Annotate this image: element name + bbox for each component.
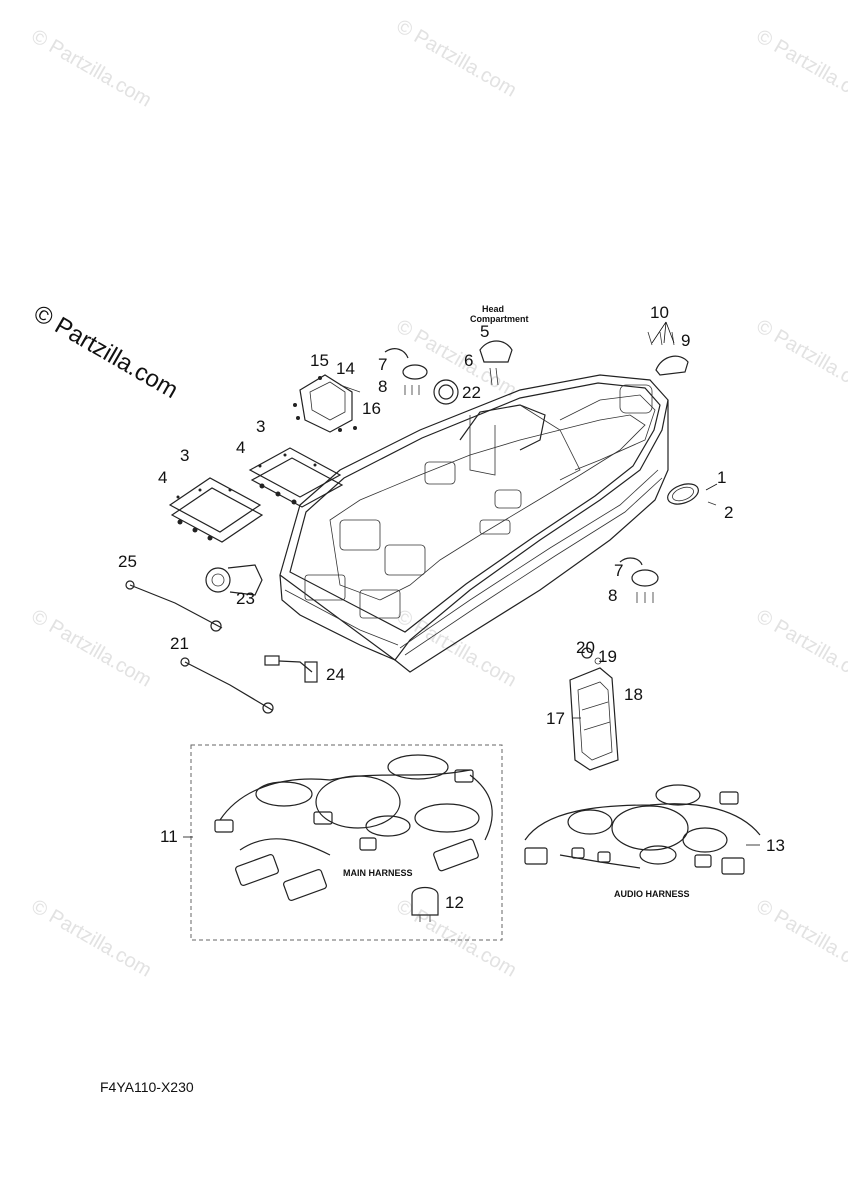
battery-tray-left xyxy=(168,477,264,543)
main-harness xyxy=(214,754,493,901)
callout-13: 13 xyxy=(766,836,785,855)
drawing-code: F4YA110-X230 xyxy=(100,1079,194,1095)
watermark-text: © Partzilla.com xyxy=(28,895,156,981)
main-harness-label: MAIN HARNESS xyxy=(343,868,413,878)
leader-lines xyxy=(183,321,760,846)
audio-harness xyxy=(524,784,761,875)
head-compartment-label: Head Compartment xyxy=(470,304,529,324)
cable-21 xyxy=(180,657,274,714)
cable-25 xyxy=(125,580,223,632)
callout-10: 10 xyxy=(650,303,669,322)
fuse-block xyxy=(293,374,361,433)
courtesy-light-lower xyxy=(619,557,659,603)
callout-2: 2 xyxy=(724,503,733,522)
usb-outlet xyxy=(433,379,459,405)
callout-18: 18 xyxy=(624,685,643,704)
callout-16: 16 xyxy=(362,399,381,418)
callout-14: 14 xyxy=(336,359,355,378)
callout-4: 4 xyxy=(158,468,167,487)
callout-8: 8 xyxy=(378,377,387,396)
watermark-main: © Partzilla.com xyxy=(29,300,183,404)
audio-harness-label: AUDIO HARNESS xyxy=(614,889,690,899)
boat-hull xyxy=(279,374,669,673)
control-module xyxy=(569,647,619,771)
callout-4: 4 xyxy=(236,438,245,457)
power-socket xyxy=(205,564,263,596)
callout-6: 6 xyxy=(464,351,473,370)
callout-12: 12 xyxy=(445,893,464,912)
callout-7: 7 xyxy=(378,355,387,374)
watermark-text: © Partzilla.com xyxy=(753,605,848,691)
courtesy-light-upper xyxy=(384,348,428,395)
callout-numbers: 1 2 3 3 4 4 5 6 7 7 8 8 9 10 11 12 13 14… xyxy=(118,303,785,912)
callout-5: 5 xyxy=(480,322,489,341)
callout-1: 1 xyxy=(717,468,726,487)
watermark-text: © Partzilla.com xyxy=(753,895,848,981)
connector-24 xyxy=(264,655,318,683)
battery-tray-right xyxy=(248,447,344,508)
callout-23: 23 xyxy=(236,589,255,608)
callout-3: 3 xyxy=(256,417,265,436)
callout-20: 20 xyxy=(576,638,595,657)
watermark-text: © Partzilla.com xyxy=(753,315,848,401)
relay-12 xyxy=(411,886,439,922)
callout-25: 25 xyxy=(118,552,137,571)
callout-11: 11 xyxy=(160,827,178,846)
harness-kit-box xyxy=(190,744,503,941)
callout-17: 17 xyxy=(546,709,565,728)
callout-8: 8 xyxy=(608,586,617,605)
callout-15: 15 xyxy=(310,351,329,370)
callout-24: 24 xyxy=(326,665,345,684)
watermark-text: © Partzilla.com xyxy=(393,15,521,101)
callout-19: 19 xyxy=(598,647,617,666)
watermark-text: © Partzilla.com xyxy=(753,25,848,111)
callout-22: 22 xyxy=(462,383,481,402)
speaker-grill xyxy=(667,483,717,506)
callout-9: 9 xyxy=(681,331,690,350)
callout-7: 7 xyxy=(614,561,623,580)
callout-21: 21 xyxy=(170,634,189,653)
watermark-text: © Partzilla.com xyxy=(28,25,156,111)
callout-3: 3 xyxy=(180,446,189,465)
watermark-text: © Partzilla.com xyxy=(393,605,521,691)
watermark-layer: © Partzilla.com © Partzilla.com © Partzi… xyxy=(28,15,848,981)
watermark-text: © Partzilla.com xyxy=(28,605,156,691)
head-compartment-light xyxy=(479,340,513,386)
